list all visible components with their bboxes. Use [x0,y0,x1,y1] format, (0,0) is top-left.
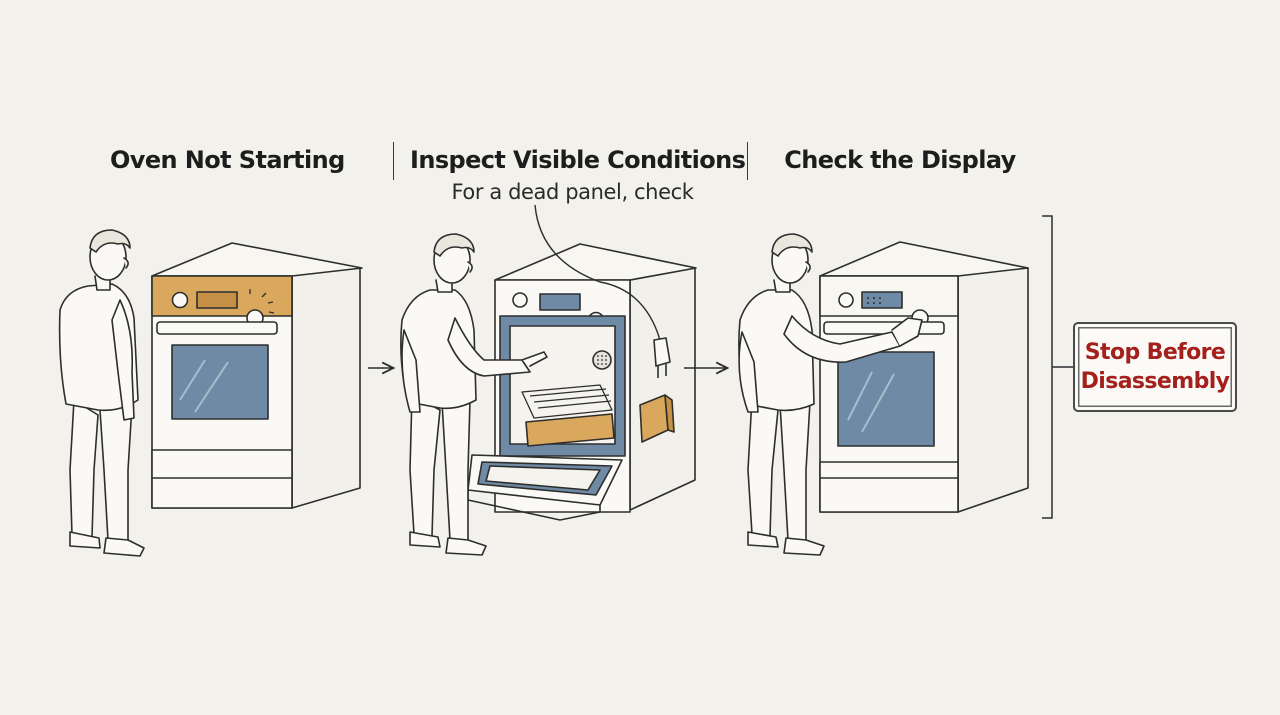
stop-sign-text: Stop Before Disassembly [1081,338,1230,396]
oven-icon-step-3 [819,241,1029,513]
stop-sign-line-1: Stop Before [1084,340,1226,365]
person-icon-step-2 [400,233,548,556]
step-title-2: Inspect Visible Conditions [410,146,746,174]
person-icon-step-1 [58,229,145,557]
outcome-bracket [1042,215,1074,519]
stop-sign: Stop Before Disassembly [1073,322,1237,412]
step-title-3: Check the Display [784,146,1016,174]
oven-icon-step-1 [151,242,363,509]
step-note-2: For a dead panel, check [451,180,694,204]
step-divider-1 [393,142,394,180]
stop-sign-line-2: Disassembly [1080,369,1230,394]
step-divider-2 [747,142,748,180]
step-title-1: Oven Not Starting [110,146,345,174]
oven-icon-step-2 [467,204,697,521]
person-icon-step-3 [738,233,923,556]
